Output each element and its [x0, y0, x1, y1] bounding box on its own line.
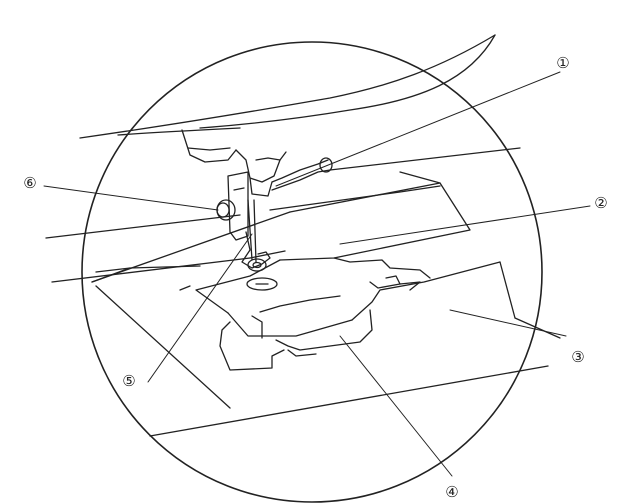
leader-line-6 [43, 185, 219, 211]
leader-line-1 [275, 71, 561, 187]
bobbin-cover-area [219, 261, 516, 371]
needle-plate [195, 182, 471, 314]
callout-4: ④ [445, 483, 458, 501]
leader-lines [43, 71, 591, 477]
callout-2: ② [594, 194, 607, 212]
machine-arm [79, 34, 496, 139]
leader-line-5 [147, 233, 253, 383]
magnified-view-circle [81, 41, 543, 503]
callout-6: ⑥ [23, 174, 36, 192]
leader-line-4 [339, 335, 453, 477]
leader-line-3 [449, 309, 567, 337]
leader-line-2 [339, 205, 591, 245]
callout-1: ① [556, 54, 569, 72]
machine-bed [45, 147, 521, 291]
callout-5: ⑤ [122, 372, 135, 390]
needle-bar-assembly [181, 129, 333, 291]
bed-front-edge [95, 285, 561, 437]
callout-3: ③ [571, 348, 584, 366]
callout-labels: ① ② ③ ④ ⑤ ⑥ [23, 54, 607, 501]
